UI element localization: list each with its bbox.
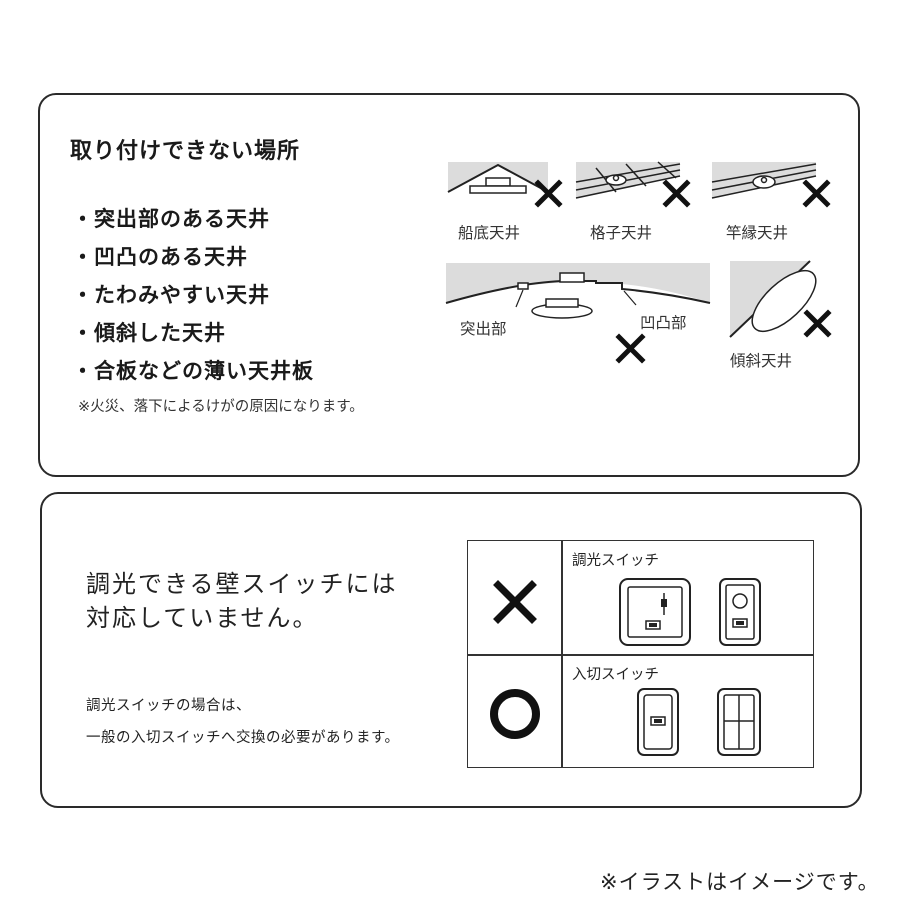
circle-ok-icon bbox=[490, 689, 540, 739]
heading-line1: 調光できる壁スイッチには bbox=[86, 570, 398, 598]
switch-compatibility-panel: 調光できる壁スイッチには 対応していません。 調光スイッチの場合は、 一般の入切… bbox=[40, 492, 862, 808]
switch-table: 調光スイッチ 入切スイッチ bbox=[467, 540, 814, 768]
sloped-ceiling-illustration bbox=[729, 260, 832, 338]
warning-note: ※火災、落下によるけがの原因になります。 bbox=[78, 399, 364, 415]
illustration-footnote: ※イラストはイメージです。 bbox=[600, 870, 880, 894]
dimmer-switch-illustration bbox=[619, 578, 761, 646]
saobuchi-ceiling-illustration bbox=[711, 162, 831, 208]
section-title: 取り付けできない場所 bbox=[70, 139, 301, 164]
list-item: ・突出部のある天井 bbox=[72, 207, 270, 231]
funazoko-label: 船底天井 bbox=[458, 224, 521, 242]
koshi-ceiling-illustration bbox=[575, 161, 691, 208]
list-item: ・合板などの薄い天井板 bbox=[72, 359, 314, 383]
cross-icon bbox=[534, 179, 563, 208]
cross-icon bbox=[803, 309, 832, 338]
koshi-label: 格子天井 bbox=[590, 224, 653, 242]
onoff-switch-illustration bbox=[637, 688, 761, 756]
dimmer-switch-label: 調光スイッチ bbox=[572, 553, 659, 569]
unsuitable-locations-panel: 取り付けできない場所 ・突出部のある天井 ・凹凸のある天井 ・たわみやすい天井 … bbox=[38, 93, 860, 477]
cross-icon bbox=[662, 179, 691, 208]
cross-icon bbox=[615, 333, 646, 364]
table-divider bbox=[468, 654, 813, 656]
funazoko-ceiling-illustration bbox=[447, 162, 563, 208]
list-item: ・傾斜した天井 bbox=[72, 321, 226, 345]
uneven-ceiling-illustration bbox=[445, 263, 711, 364]
onoff-switch-label: 入切スイッチ bbox=[572, 667, 659, 683]
sub-line1: 調光スイッチの場合は、 bbox=[86, 698, 251, 714]
protrusion-label: 突出部 bbox=[460, 320, 507, 338]
cross-icon bbox=[493, 580, 537, 624]
sloped-label: 傾斜天井 bbox=[730, 352, 793, 370]
uneven-label: 凹凸部 bbox=[640, 314, 687, 332]
cross-icon bbox=[802, 179, 831, 208]
list-item: ・凹凸のある天井 bbox=[72, 245, 248, 269]
list-item: ・たわみやすい天井 bbox=[72, 283, 270, 307]
heading-line2: 対応していません。 bbox=[86, 604, 319, 632]
saobuchi-label: 竿縁天井 bbox=[726, 224, 789, 242]
sub-line2: 一般の入切スイッチへ交換の必要があります。 bbox=[86, 730, 400, 746]
